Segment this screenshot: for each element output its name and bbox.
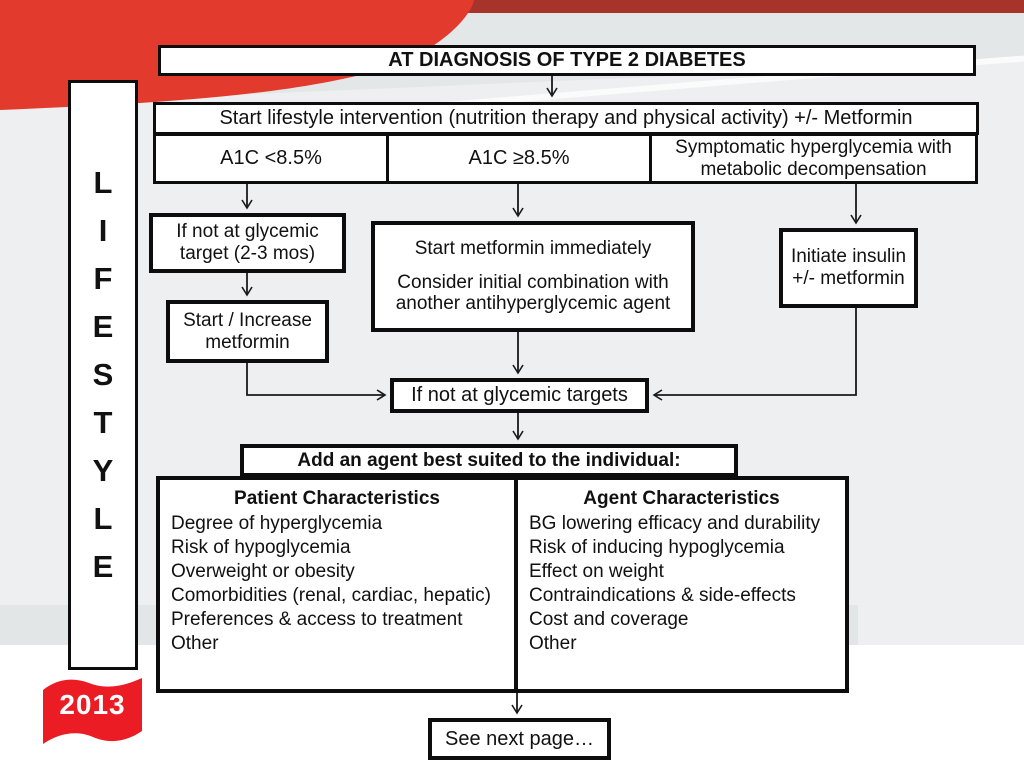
lifestyle-letter: T bbox=[93, 405, 113, 440]
node-add-agent-label: Add an agent best suited to the individu… bbox=[297, 449, 681, 471]
node-if-not-at-glycemic-targets-label: If not at glycemic targets bbox=[411, 384, 628, 406]
lifestyle-letter: L bbox=[93, 501, 113, 536]
node-lifestyle-intervention-label: Start lifestyle intervention (nutrition … bbox=[219, 107, 913, 129]
year-flag-label: 2013 bbox=[59, 689, 126, 720]
patient-characteristics-title: Patient Characteristics bbox=[234, 488, 440, 509]
node-lifestyle-intervention: Start lifestyle intervention (nutrition … bbox=[153, 102, 979, 135]
node-a1c-low-label: A1C <8.5% bbox=[220, 147, 322, 169]
list-item: BG lowering efficacy and durability bbox=[529, 513, 821, 534]
lifestyle-vertical-banner: L I F E S T Y L E bbox=[68, 80, 138, 670]
lifestyle-letter: E bbox=[92, 549, 114, 584]
list-item: Cost and coverage bbox=[529, 609, 689, 630]
start-metformin-line: Start metformin immediately bbox=[414, 237, 652, 259]
year-flag: 2013 bbox=[43, 675, 142, 749]
list-item: Risk of inducing hypoglycemia bbox=[529, 537, 785, 558]
lifestyle-letter: Y bbox=[92, 453, 114, 488]
node-characteristics-table: Patient Characteristics Degree of hyperg… bbox=[156, 476, 849, 693]
node-a1c-high: A1C ≥8.5% bbox=[386, 133, 652, 184]
flag-shape bbox=[43, 678, 142, 744]
node-a1c-low: A1C <8.5% bbox=[153, 133, 389, 184]
lifestyle-letter: S bbox=[92, 357, 114, 392]
node-at-diagnosis: AT DIAGNOSIS OF TYPE 2 DIABETES bbox=[158, 45, 976, 76]
node-add-agent: Add an agent best suited to the individu… bbox=[240, 444, 738, 477]
lifestyle-letter: F bbox=[93, 261, 113, 296]
node-initiate-insulin: Initiate insulin +/- metformin bbox=[779, 228, 918, 308]
patient-characteristics-column: Patient Characteristics Degree of hyperg… bbox=[160, 480, 518, 689]
list-item: Risk of hypoglycemia bbox=[171, 537, 351, 558]
node-if-not-at-target-2-3-mos: If not at glycemic target (2-3 mos) bbox=[149, 213, 346, 273]
node-start-metformin-immediately: Start metformin immediately Consider ini… bbox=[371, 221, 695, 332]
node-start-increase-metformin: Start / Increase metformin bbox=[166, 300, 329, 363]
patient-characteristics-list: Degree of hyperglycemia Risk of hypoglyc… bbox=[160, 512, 514, 656]
list-item: Other bbox=[171, 633, 219, 654]
list-item: Degree of hyperglycemia bbox=[171, 513, 383, 534]
list-item: Effect on weight bbox=[529, 561, 664, 582]
agent-characteristics-column: Agent Characteristics BG lowering effica… bbox=[518, 480, 845, 689]
node-see-next-page: See next page… bbox=[428, 718, 611, 760]
node-at-diagnosis-label: AT DIAGNOSIS OF TYPE 2 DIABETES bbox=[388, 49, 746, 71]
node-symptomatic-hyperglycemia-label: Symptomatic hyperglycemia with metabolic… bbox=[675, 136, 952, 180]
agent-characteristics-title: Agent Characteristics bbox=[583, 488, 780, 509]
list-item: Comorbidities (renal, cardiac, hepatic) bbox=[171, 585, 491, 606]
node-a1c-high-label: A1C ≥8.5% bbox=[468, 147, 570, 169]
node-start-increase-metformin-label: Start / Increase metformin bbox=[183, 309, 312, 353]
node-initiate-insulin-label: Initiate insulin +/- metformin bbox=[790, 246, 907, 289]
list-item: Contraindications & side-effects bbox=[529, 585, 796, 606]
node-if-not-at-glycemic-targets: If not at glycemic targets bbox=[390, 378, 649, 413]
list-item: Overweight or obesity bbox=[171, 561, 355, 582]
lifestyle-letter: I bbox=[98, 213, 108, 248]
list-item: Other bbox=[529, 633, 577, 654]
agent-characteristics-list: BG lowering efficacy and durability Risk… bbox=[518, 512, 845, 656]
node-see-next-page-label: See next page… bbox=[445, 727, 594, 750]
node-symptomatic-hyperglycemia: Symptomatic hyperglycemia with metabolic… bbox=[649, 133, 978, 184]
lifestyle-letter: L bbox=[93, 165, 113, 200]
list-item: Preferences & access to treatment bbox=[171, 609, 463, 630]
lifestyle-letter: E bbox=[92, 309, 114, 344]
consider-combination-line: Consider initial combination with anothe… bbox=[395, 271, 671, 315]
node-if-not-at-target-2-3-mos-label: If not at glycemic target (2-3 mos) bbox=[176, 221, 319, 264]
